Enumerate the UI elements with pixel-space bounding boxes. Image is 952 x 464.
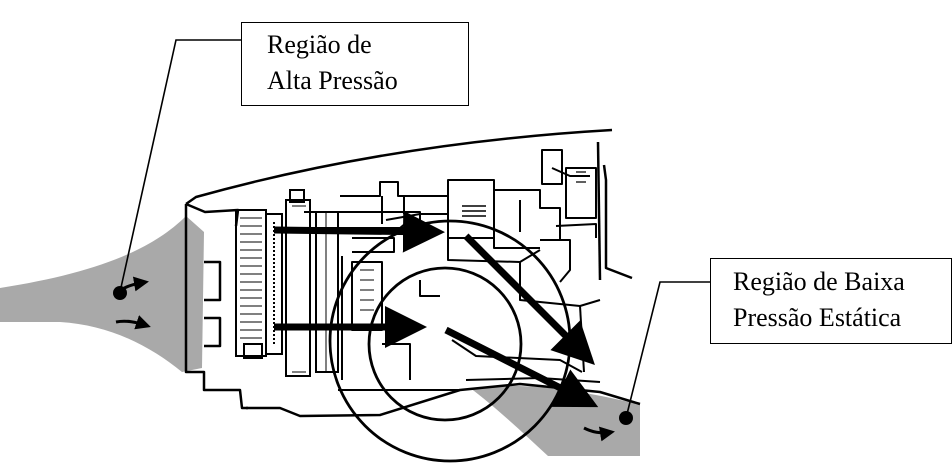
low-pressure-leader: [625, 281, 710, 419]
high-pressure-leader: [119, 39, 241, 293]
arrow-right-icon: [115, 315, 151, 330]
tire-outer: [328, 219, 572, 463]
low-pressure-label-line2: Pressão Estática: [733, 303, 902, 332]
arrow-right-icon: [583, 426, 615, 442]
arrow-right-icon: [273, 210, 445, 253]
wheel: [328, 219, 572, 463]
vehicle-body-outline: [184, 128, 641, 418]
high-pressure-label-line1: Região de: [267, 30, 372, 59]
high-pressure-label: Região de Alta Pressão: [241, 22, 469, 106]
low-pressure-label: Região de Baixa Pressão Estática: [710, 258, 952, 344]
callout-leaders: [119, 39, 710, 419]
arrow-right-icon: [463, 233, 595, 365]
high-pressure-label-line2: Alta Pressão: [267, 66, 398, 95]
airflow-shading: [0, 216, 640, 456]
filled-dot-icon: [619, 411, 633, 425]
main-airflow-arrows: [273, 210, 599, 408]
low-pressure-label-line1: Região de Baixa: [733, 267, 905, 296]
radiator: [235, 209, 283, 359]
wheel-rim: [367, 266, 523, 422]
filled-dot-icon: [113, 286, 127, 300]
engine-block: [304, 149, 601, 391]
arrow-right-icon: [444, 326, 599, 408]
